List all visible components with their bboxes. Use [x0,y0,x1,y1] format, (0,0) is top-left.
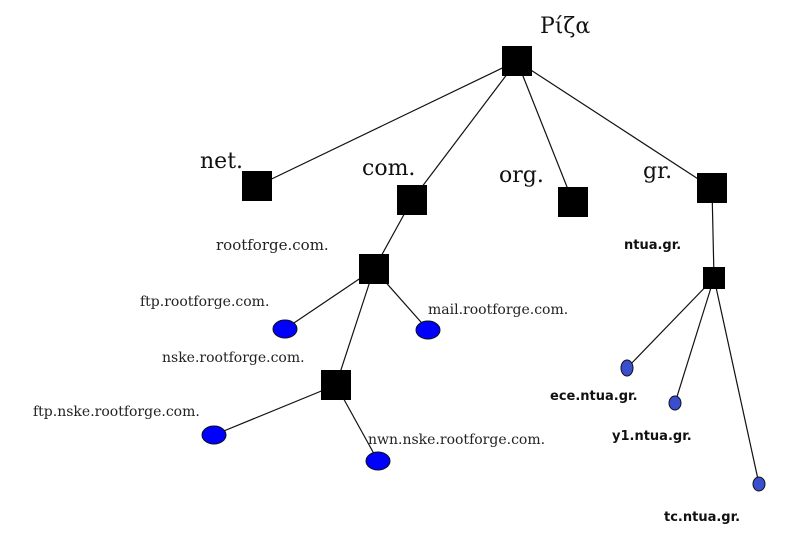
label-mail_rootforge: mail.rootforge.com. [428,302,568,318]
host-node-ece [620,359,634,377]
edge-ntua-tc [713,277,760,485]
label-rootforge: rootforge.com. [216,236,329,254]
label-tc: tc.ntua.gr. [664,510,740,525]
label-nske: nske.rootforge.com. [162,350,305,366]
edge-ntua-ece [626,277,715,369]
label-ftp_nske: ftp.nske.rootforge.com. [33,404,200,420]
host-node-mail_rootforge [415,320,441,340]
label-ntua: ntua.gr. [624,238,681,253]
edge-root-org [516,60,574,203]
label-nwn_nske: nwn.nske.rootforge.com. [368,432,545,448]
label-y1: y1.ntua.gr. [612,429,692,444]
label-ftp_rootforge: ftp.rootforge.com. [140,294,269,310]
edge-root-com [411,60,518,201]
labels: Ρίζα net. com. org. gr. rootforge.com. ftp.roo… [33,14,740,525]
domain-node-root [502,46,532,76]
host-node-ftp_nske [201,425,227,445]
label-org: org. [499,163,544,188]
label-com: com. [362,156,415,181]
label-net: net. [200,149,243,174]
label-ece: ece.ntua.gr. [550,389,638,404]
domain-node-net [242,171,272,201]
domain-node-ntua [703,267,725,289]
domain-node-com [397,185,427,215]
nodes [201,46,766,492]
edge-root-net [256,60,518,187]
edge-root-gr [516,60,713,189]
domain-node-org [558,187,588,217]
edge-ntua-y1 [674,277,715,404]
edge-rootforge-nske [335,268,375,386]
host-node-ftp_rootforge [272,319,298,339]
edge-nske-ftp_nske [213,384,337,436]
domain-node-rootforge [359,254,389,284]
edges [213,60,760,485]
domain-node-nske [321,370,351,400]
label-gr: gr. [643,159,672,184]
host-node-tc [752,476,766,492]
label-root: Ρίζα [540,14,590,39]
host-node-nwn_nske [365,451,391,471]
host-node-y1 [668,395,682,411]
domain-node-gr [697,173,727,203]
